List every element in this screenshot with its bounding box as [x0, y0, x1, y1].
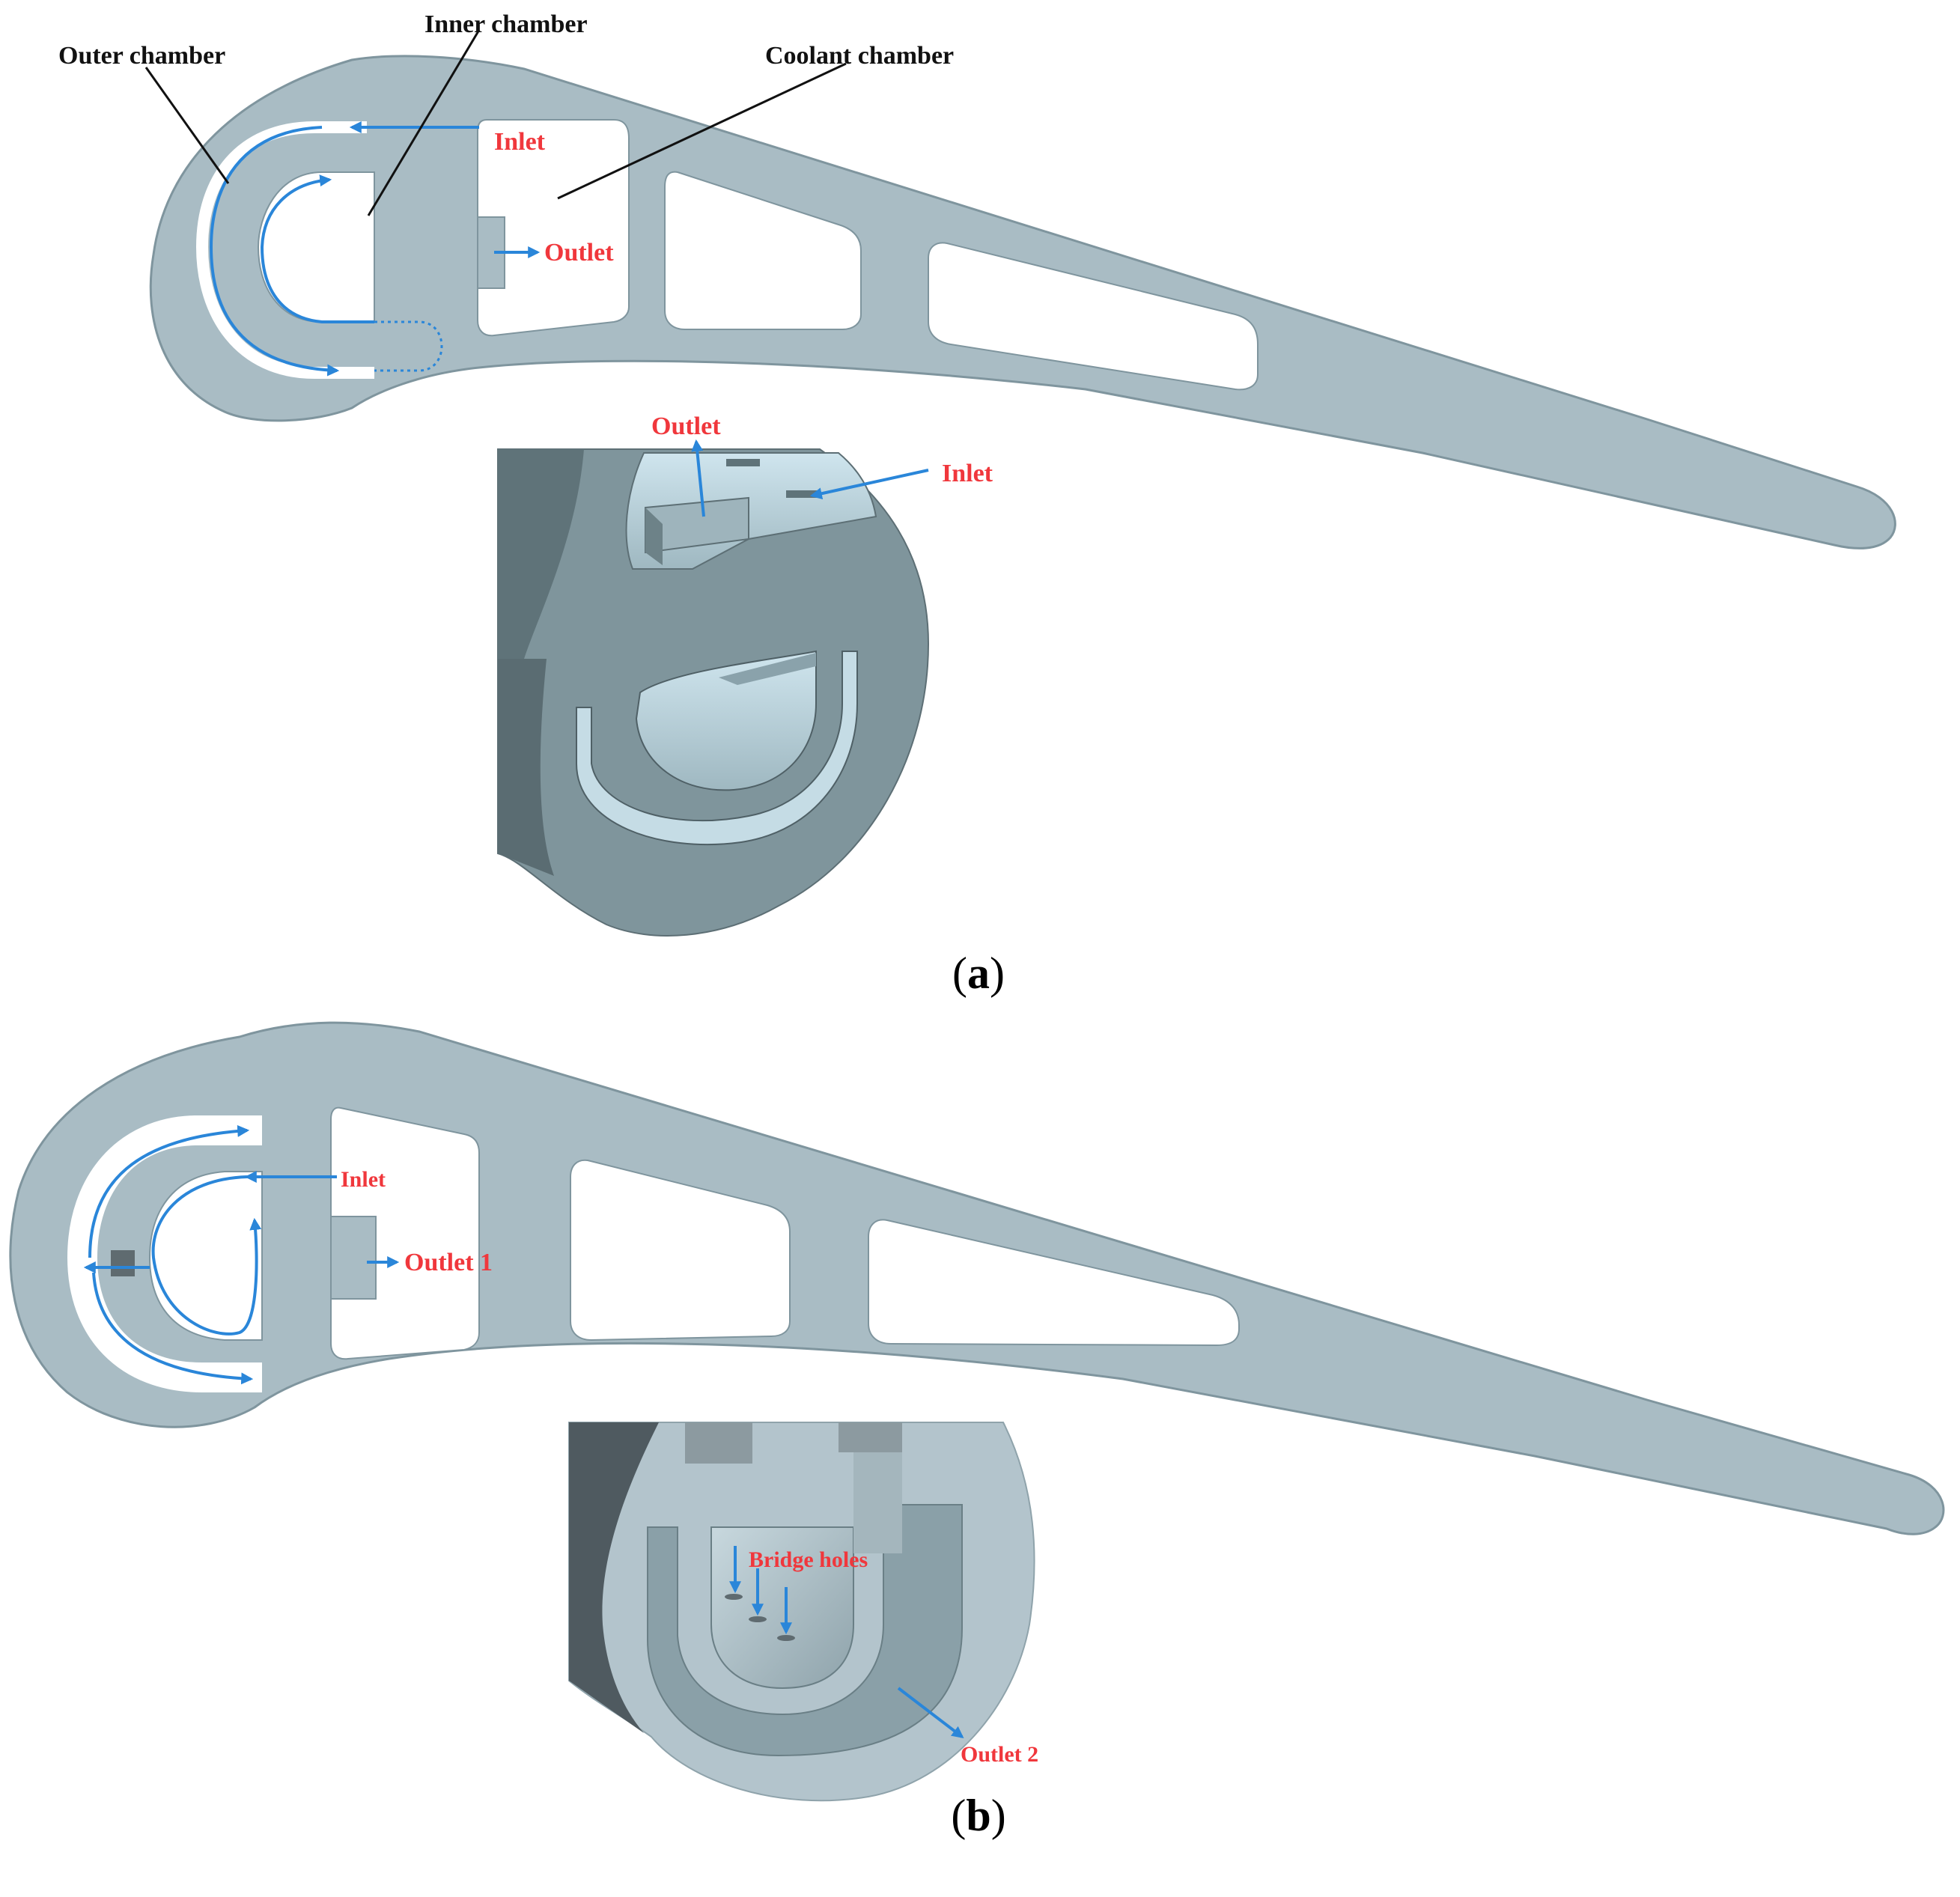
inner-flow-arrow-a: [260, 174, 374, 323]
detail-u-outer-b: [647, 1504, 963, 1757]
caption-a-letter: a: [967, 948, 990, 998]
label-coolant-chamber: Coolant chamber: [765, 42, 954, 70]
leader-outer-chamber: [144, 67, 230, 184]
outer-flow-arrow-lower-b: [92, 1272, 254, 1385]
caption-a: (a): [952, 948, 1005, 998]
detail-center-wall-b: [853, 1452, 902, 1553]
caption-b-close: ): [991, 1791, 1006, 1840]
bridge-mark-b: [111, 1250, 135, 1276]
detail-slot-2-a: [786, 490, 820, 498]
flow-arrows-a: [209, 121, 541, 377]
detail-top-block-1-b: [685, 1422, 752, 1464]
outlet-2-arrow-b: [897, 1687, 964, 1738]
detail-u-inner-b: [710, 1526, 854, 1690]
detail-slot-1-a: [726, 459, 760, 466]
leader-lines-a: [144, 29, 847, 216]
caption-b-open: (: [951, 1791, 966, 1840]
leader-coolant-chamber: [557, 62, 847, 200]
caption-b: (b): [951, 1791, 1005, 1840]
cavity-2-b: [570, 1159, 791, 1342]
detail-side-a: [498, 449, 584, 711]
label-inlet-a: Inlet: [494, 128, 546, 156]
detail-outlet-arrow-a: [691, 439, 705, 517]
coolant-outlet-block-b: [330, 1216, 377, 1300]
caption-a-open: (: [952, 948, 967, 998]
outer-chamber-slot-b: [67, 1115, 262, 1392]
outer-chamber-slot-a: [195, 121, 374, 379]
blade-cross-section-b: [9, 1021, 1945, 1535]
detail-inlet-arrow-a: [809, 469, 929, 500]
cavity-3-b: [868, 1219, 1240, 1347]
label-outlet-1-b: Outlet 1: [404, 1249, 493, 1276]
label-inner-chamber: Inner chamber: [424, 10, 588, 38]
inner-flow-arrow-b: [151, 1175, 262, 1336]
detail-outlet-block-side-a: [645, 508, 663, 565]
flow-arrows-b: [83, 1124, 400, 1385]
panel-a: Outer chamber Inner chamber Coolant cham…: [58, 10, 1896, 998]
outer-flow-arrow-a: [209, 126, 340, 377]
detail-3d-model-b: [568, 1422, 1035, 1802]
detail-inner-shadow-a: [719, 653, 816, 685]
cavity-3-a: [928, 242, 1259, 391]
detail-3d-model-a: [497, 448, 930, 937]
outer-flow-arrow-upper-b: [88, 1124, 250, 1258]
connection-dotted-a: [374, 320, 443, 372]
bridge-hole-2-b: [749, 1616, 767, 1622]
leader-inner-chamber: [367, 29, 481, 216]
label-outlet-2-b: Outlet 2: [961, 1742, 1038, 1767]
label-outlet-a: Outlet: [544, 239, 614, 267]
cavity-2-a: [664, 171, 862, 330]
label-outer-chamber: Outer chamber: [58, 42, 225, 70]
detail-side-lower-a: [498, 659, 554, 876]
label-bridge-holes-b: Bridge holes: [749, 1547, 868, 1572]
caption-a-close: ): [990, 948, 1005, 998]
label-detail-inlet-a: Inlet: [942, 460, 993, 487]
detail-inner-chamber-a: [635, 650, 817, 791]
detail-shadow-side-b: [569, 1422, 659, 1733]
panel-b: Inlet Outlet 1 Bridge holes Outlet 2 (b): [9, 1021, 1945, 1840]
bridge-hole-3-b: [777, 1635, 795, 1641]
detail-top-block-2-b: [839, 1422, 902, 1452]
blade-cross-section-a: [149, 55, 1896, 549]
label-inlet-b: Inlet: [341, 1167, 386, 1192]
label-detail-outlet-a: Outlet: [651, 412, 721, 440]
caption-b-letter: b: [966, 1791, 990, 1840]
detail-outer-u-a: [576, 651, 858, 845]
bridge-hole-1-b: [725, 1594, 743, 1600]
inner-chamber-b: [148, 1171, 263, 1341]
